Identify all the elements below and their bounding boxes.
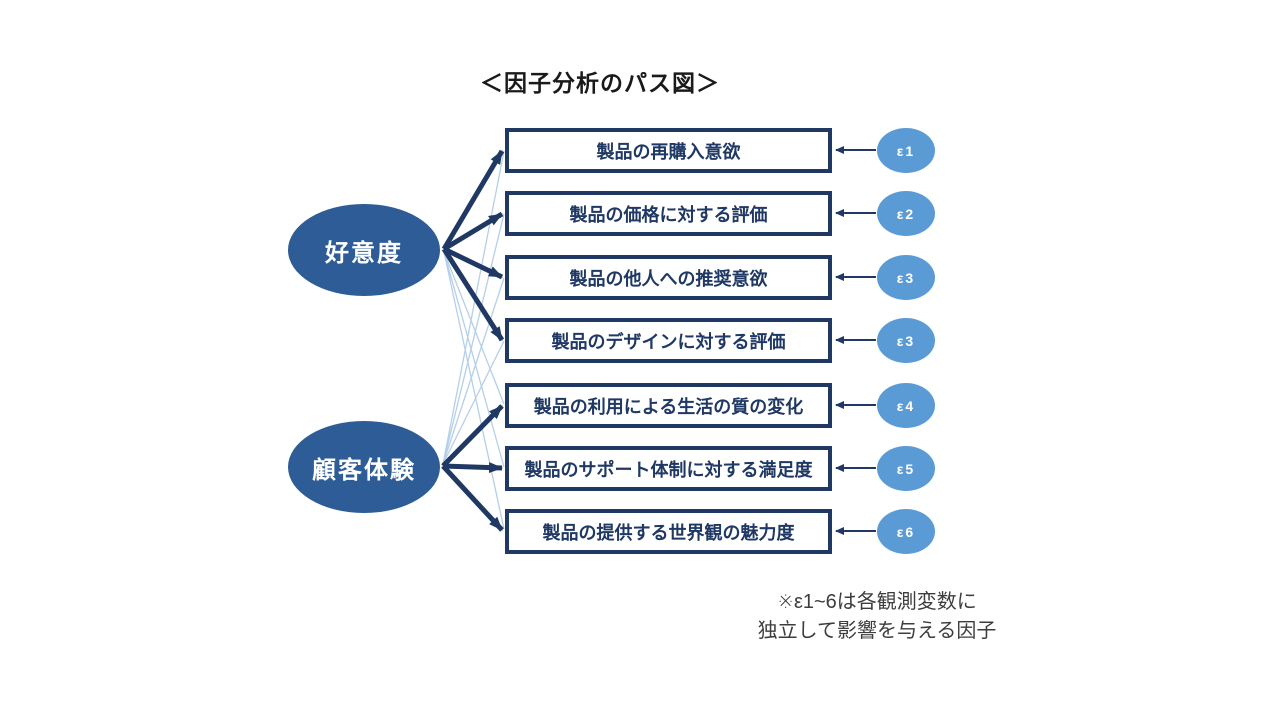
error-term-2: ε2 bbox=[877, 191, 935, 236]
error-term-1-label: ε1 bbox=[896, 142, 916, 159]
error-term-6: ε5 bbox=[877, 446, 935, 491]
error-term-4: ε3 bbox=[877, 318, 935, 363]
observed-box-5: 製品の利用による生活の質の変化 bbox=[505, 383, 832, 428]
observed-box-4: 製品のデザインに対する評価 bbox=[505, 318, 832, 363]
observed-box-3: 製品の他人への推奨意欲 bbox=[505, 255, 832, 300]
strong-loading-arrows-factor1 bbox=[441, 149, 505, 342]
error-term-3-label: ε3 bbox=[896, 269, 916, 286]
latent-factor-2-label: 顧客体験 bbox=[312, 456, 416, 484]
error-term-6-label: ε5 bbox=[896, 460, 916, 477]
observed-box-6: 製品のサポート体制に対する満足度 bbox=[505, 446, 832, 491]
error-term-7: ε6 bbox=[877, 509, 935, 554]
error-term-1: ε1 bbox=[877, 128, 935, 173]
error-term-4-label: ε3 bbox=[896, 332, 916, 349]
footnote-line-2: 独立して影響を与える因子 bbox=[757, 620, 997, 642]
observed-box-4-label: 製品のデザインに対する評価 bbox=[551, 331, 786, 352]
footnote: ※ε1~6は各観測変数に 独立して影響を与える因子 bbox=[758, 588, 997, 646]
observed-box-1: 製品の再購入意欲 bbox=[505, 128, 832, 173]
weak-loading-lines-factor1 bbox=[443, 251, 505, 530]
observed-box-7: 製品の提供する世界観の魅力度 bbox=[505, 509, 832, 554]
error-term-3: ε3 bbox=[877, 255, 935, 300]
observed-box-5-label: 製品の利用による生活の質の変化 bbox=[533, 396, 804, 417]
footnote-line-1: ※ε1~6は各観測変数に bbox=[777, 591, 977, 613]
observed-box-2: 製品の価格に対する評価 bbox=[505, 191, 832, 236]
error-term-5: ε4 bbox=[877, 383, 935, 428]
weak-loading-lines-factor2 bbox=[442, 150, 505, 465]
strong-loading-arrows-factor2 bbox=[441, 404, 504, 532]
observed-box-1-label: 製品の再購入意欲 bbox=[596, 141, 741, 162]
error-term-arrows bbox=[835, 146, 876, 535]
observed-box-3-label: 製品の他人への推奨意欲 bbox=[569, 268, 768, 289]
latent-factor-1-label: 好意度 bbox=[325, 239, 403, 267]
observed-box-7-label: 製品の提供する世界観の魅力度 bbox=[542, 522, 795, 543]
observed-box-6-label: 製品のサポート体制に対する満足度 bbox=[524, 459, 813, 480]
latent-factor-1: 好意度 bbox=[288, 204, 440, 296]
error-term-7-label: ε6 bbox=[896, 523, 916, 540]
diagram-title: ＜因子分析のパス図＞ bbox=[480, 70, 720, 96]
error-term-5-label: ε4 bbox=[896, 397, 916, 414]
latent-factor-2: 顧客体験 bbox=[288, 421, 440, 513]
error-term-2-label: ε2 bbox=[896, 205, 916, 222]
observed-box-2-label: 製品の価格に対する評価 bbox=[569, 204, 768, 225]
